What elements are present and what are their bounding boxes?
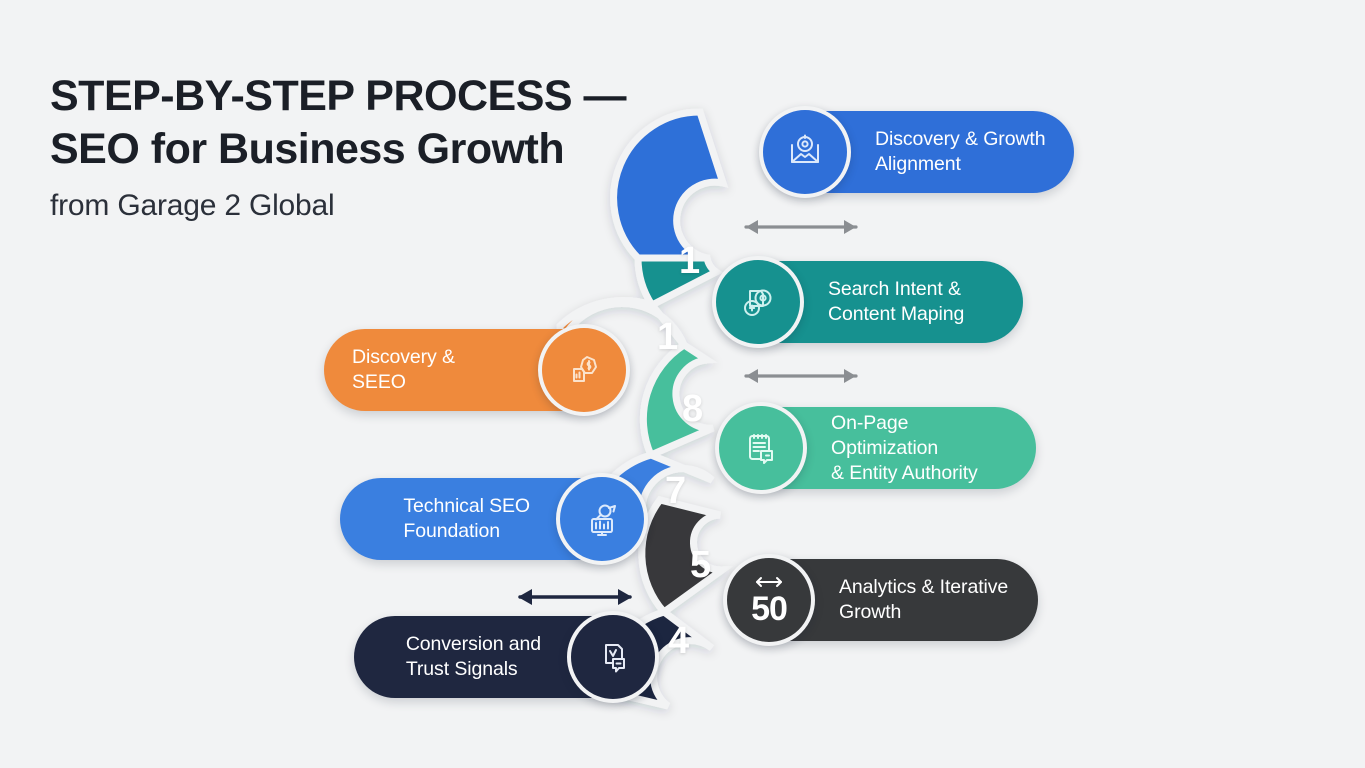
step-card-discovery-seeo[interactable]: Discovery & SEEO [324, 324, 630, 416]
target-envelope-icon [759, 106, 851, 198]
step-card-label: Technical SEO Foundation [403, 495, 530, 542]
step-card-technical-seo-foundation[interactable]: Technical SEO Foundation [340, 473, 648, 565]
ribbon-number-5: 5 [690, 544, 712, 586]
page-title-line2: SEO for Business Growth [50, 125, 565, 173]
shield-chat-icon [567, 611, 659, 703]
connector-arrow-middle [744, 369, 858, 383]
step-card-analytics-iterative-growth[interactable]: 50 Analytics & Iterative Growth [723, 554, 1038, 646]
title-block: STEP-BY-STEP PROCESS — SEO for Business … [50, 70, 670, 223]
page-subtitle: from Garage 2 Global [50, 189, 335, 222]
step-card-label: On-Page Optimization & Entity Authority [831, 411, 978, 484]
ribbon-segment-2 [634, 254, 723, 310]
step-card-search-intent-content-maping[interactable]: Search Intent & Content Maping [712, 256, 1023, 348]
page-title-line1: STEP-BY-STEP PROCESS — [50, 72, 627, 120]
step-card-conversion-trust-signals[interactable]: Conversion and Trust Signals [354, 611, 659, 703]
step-card-on-page-optimization[interactable]: On-Page Optimization & Entity Authority [715, 402, 1036, 494]
double-arrow-icon: 50 [723, 554, 815, 646]
step-card-label: Search Intent & Content Maping [828, 278, 965, 325]
analytics-monitor-icon [556, 473, 648, 565]
overlapping-shapes-icon [712, 256, 804, 348]
badge-number: 50 [751, 589, 788, 628]
connector-arrow-top [744, 220, 858, 234]
ribbon-number-1: 1 [679, 240, 701, 282]
step-card-label: Discovery & Growth Alignment [875, 128, 1046, 175]
ribbon-number-6: 4 [668, 620, 690, 662]
step-card-label: Conversion and Trust Signals [405, 633, 541, 680]
ribbon-number-4: 7 [665, 470, 687, 512]
step-card-label: Analytics & Iterative Growth [839, 576, 1009, 623]
connector-arrow-bottom [518, 589, 632, 605]
ribbon-number-2: 1 [657, 316, 679, 358]
dollar-badge-icon [538, 324, 630, 416]
step-card-label: Discovery & SEEO [352, 346, 455, 393]
step-card-discovery-growth-alignment[interactable]: Discovery & Growth Alignment [759, 106, 1074, 198]
document-chat-icon [715, 402, 807, 494]
ribbon-number-3: 8 [682, 388, 704, 430]
